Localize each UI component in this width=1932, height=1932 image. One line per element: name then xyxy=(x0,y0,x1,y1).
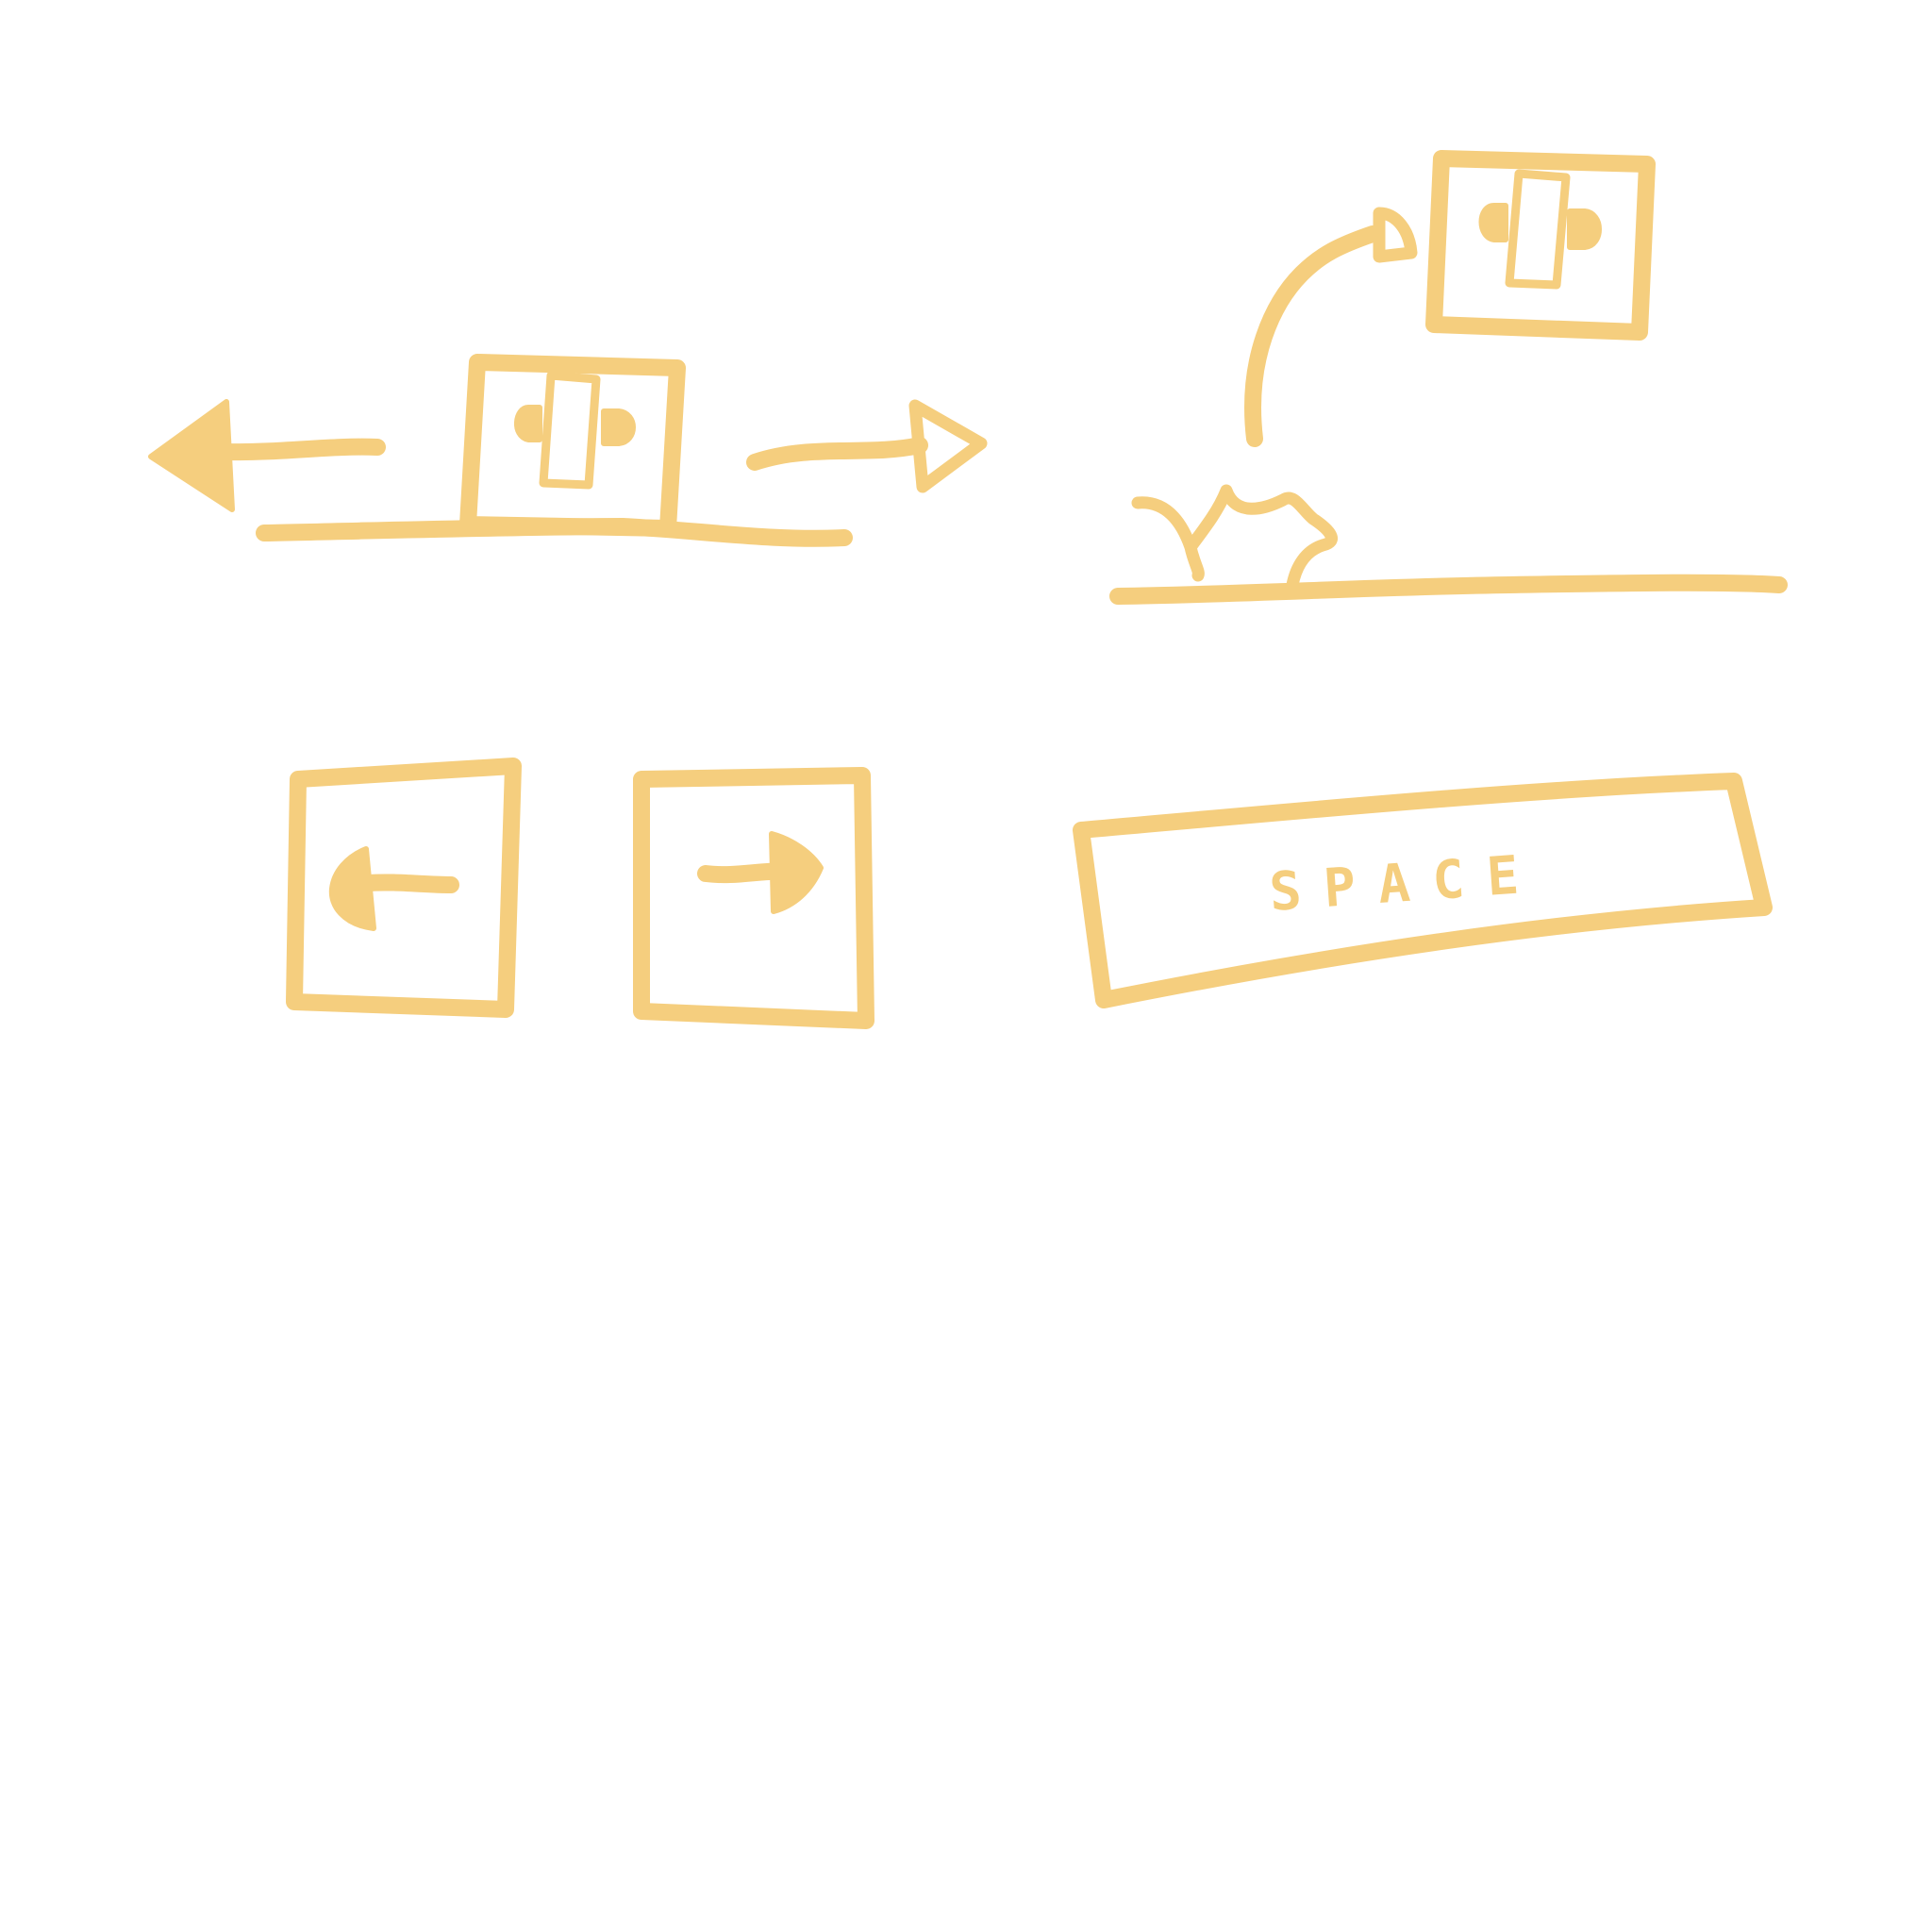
dust-puff-icon xyxy=(1131,484,1338,591)
left-arrow-key[interactable] xyxy=(286,758,522,1018)
player-block-icon xyxy=(459,354,686,537)
player-block-icon xyxy=(1425,150,1656,341)
arrow-left-icon xyxy=(148,399,386,512)
space-key[interactable]: SPACE xyxy=(1073,773,1773,1008)
ground-line-right xyxy=(1109,574,1788,605)
arrow-right-icon xyxy=(746,399,988,493)
move-scene xyxy=(148,354,988,547)
curved-arrow-icon xyxy=(1244,207,1418,447)
space-key-label: SPACE xyxy=(1268,843,1543,924)
jump-scene xyxy=(1109,150,1788,605)
arrow-left-icon xyxy=(359,874,459,893)
right-arrow-key[interactable] xyxy=(633,767,874,1029)
